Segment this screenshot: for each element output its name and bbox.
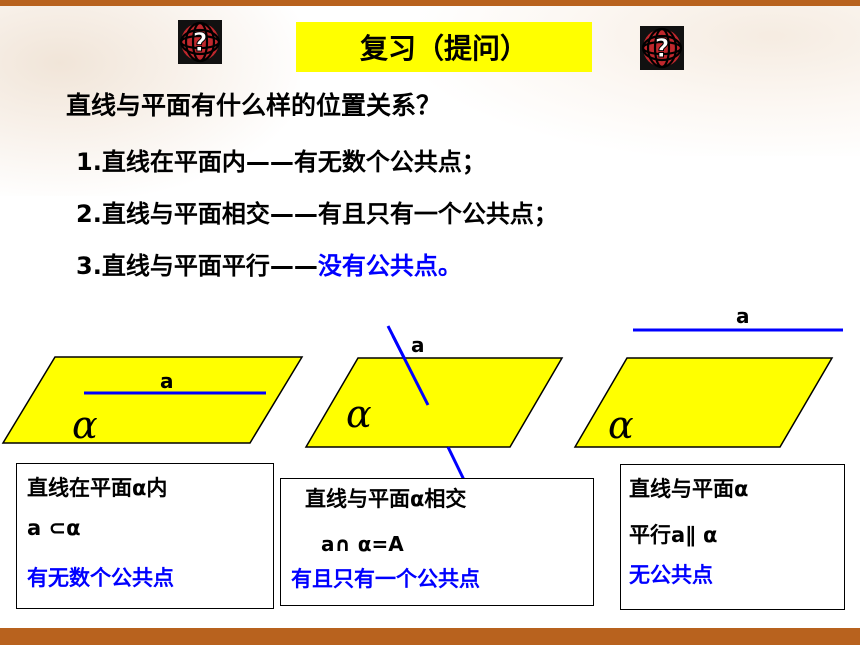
question-mark-sphere-icon: ? bbox=[640, 26, 684, 70]
relation-item-text: 3.直线与平面平行—— bbox=[76, 252, 318, 280]
svg-text:?: ? bbox=[654, 34, 669, 64]
card-notation: a∩ α=A bbox=[321, 532, 404, 556]
relation-item-text: 2.直线与平面相交——有且只有一个公共点； bbox=[76, 200, 558, 228]
card-conclusion: 有无数个公共点 bbox=[27, 566, 174, 590]
question-mark-sphere-icon: ? bbox=[178, 20, 222, 64]
relation-item-1: 1.直线在平面内——有无数个公共点； bbox=[76, 142, 486, 177]
card-notation: 平行a∥ α bbox=[629, 523, 718, 547]
question-text: 直线与平面有什么样的位置关系？ bbox=[66, 91, 442, 120]
svg-text:?: ? bbox=[192, 28, 207, 58]
plane-label: α bbox=[346, 392, 372, 436]
figure-line-parallel-plane: a α bbox=[573, 304, 843, 448]
line-label: a bbox=[160, 369, 174, 393]
card-conclusion: 无公共点 bbox=[629, 563, 713, 587]
plane-parallelogram bbox=[573, 357, 834, 448]
card-notation: a ⊂α bbox=[27, 516, 81, 540]
figure-line-intersects-plane: a α bbox=[304, 325, 564, 483]
bottom-accent-bar bbox=[0, 628, 860, 645]
card-title: 直线与平面α相交 bbox=[305, 487, 467, 511]
background-texture-left bbox=[0, 6, 300, 196]
plane-label: α bbox=[608, 403, 634, 447]
card-title: 直线与平面α bbox=[629, 477, 749, 501]
figure-line-in-plane: a α bbox=[1, 356, 304, 447]
card-title: 直线在平面α内 bbox=[27, 476, 168, 500]
card-conclusion: 有且只有一个公共点 bbox=[291, 567, 480, 591]
card-intersect: 直线与平面α相交 a∩ α=A 有且只有一个公共点 bbox=[280, 478, 594, 606]
card-in-plane: 直线在平面α内 a ⊂α 有无数个公共点 bbox=[16, 463, 274, 609]
relation-item-2: 2.直线与平面相交——有且只有一个公共点； bbox=[76, 194, 558, 229]
line-a-visible bbox=[391, 335, 430, 406]
card-parallel: 直线与平面α 平行a∥ α 无公共点 bbox=[620, 464, 845, 610]
relation-item-highlight: 没有公共点。 bbox=[317, 252, 462, 280]
line-a-lower bbox=[446, 446, 467, 483]
plane-parallelogram bbox=[1, 356, 304, 444]
plane-label: α bbox=[72, 403, 98, 447]
relation-item-3: 3.直线与平面平行——没有公共点。 bbox=[76, 246, 462, 281]
relation-item-text: 1.直线在平面内——有无数个公共点； bbox=[76, 148, 486, 176]
top-accent-bar bbox=[0, 0, 860, 6]
line-label: a bbox=[736, 304, 750, 328]
slide-title: 复习（提问） bbox=[296, 22, 592, 72]
line-label: a bbox=[411, 333, 425, 357]
plane-parallelogram bbox=[304, 357, 564, 448]
